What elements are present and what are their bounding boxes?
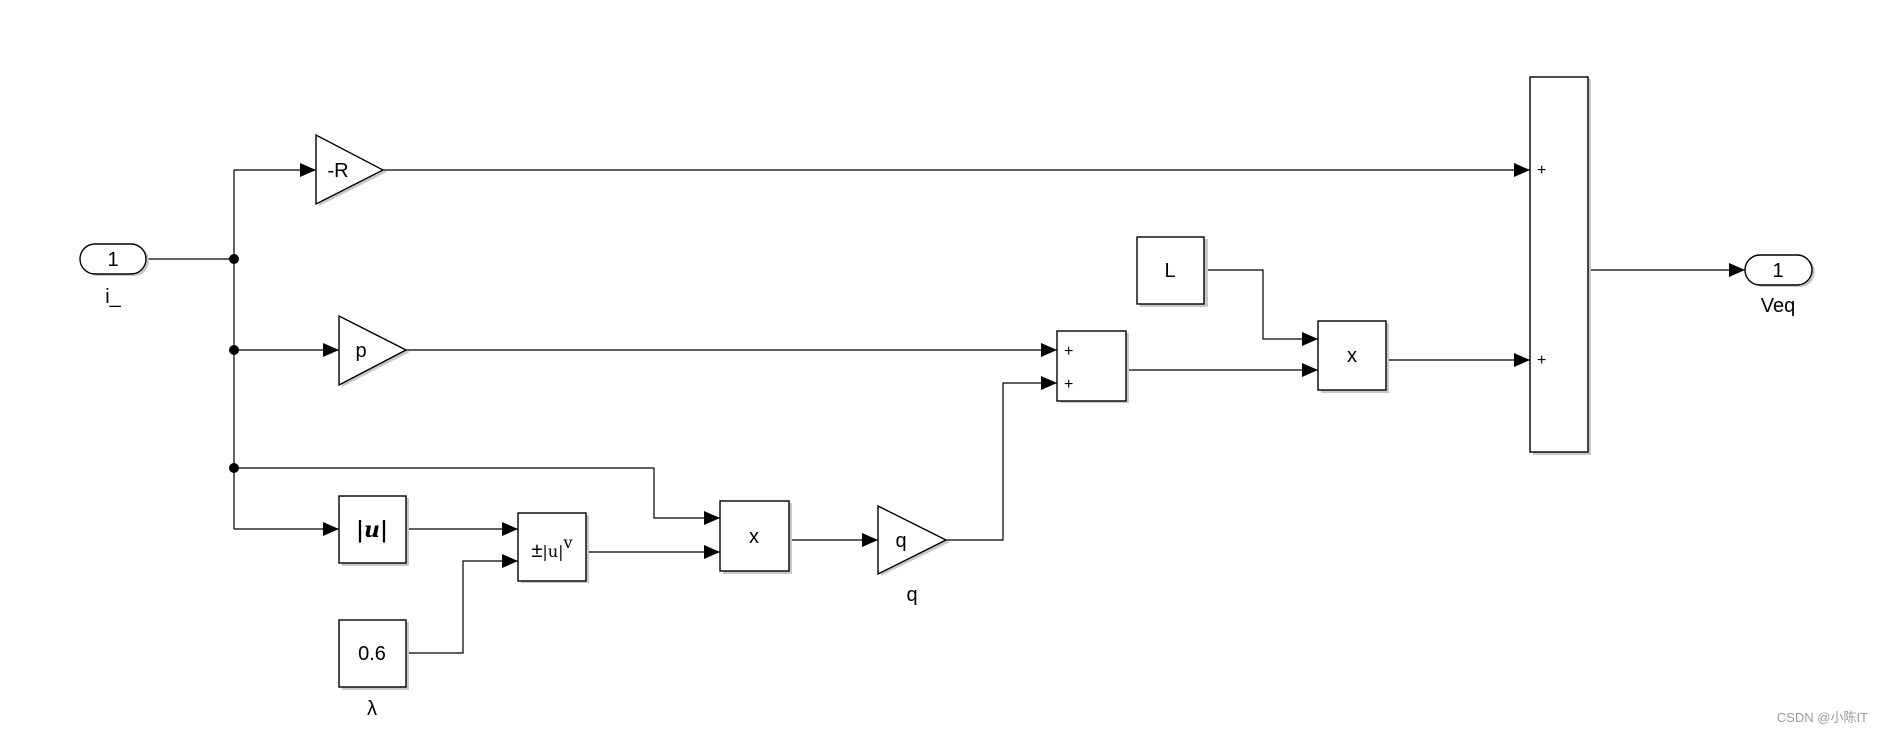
gain-p-text: p bbox=[355, 340, 366, 362]
outport-number: 1 bbox=[1772, 260, 1783, 282]
power-expression: ±|u|v bbox=[531, 533, 572, 562]
inport-label: i_ bbox=[105, 286, 121, 308]
gain-q-label: q bbox=[906, 584, 917, 606]
gain-r-block[interactable]: -R bbox=[315, 133, 387, 206]
sum-small-block[interactable]: + + bbox=[1056, 330, 1129, 403]
outport-label: Veq bbox=[1761, 295, 1795, 317]
gain-q-block[interactable]: q q bbox=[877, 504, 950, 606]
sum-small-sign-2: + bbox=[1064, 376, 1073, 393]
constant-l-value: L bbox=[1164, 260, 1175, 282]
power-prefix: ± bbox=[531, 540, 542, 562]
inport-block[interactable]: 1 i_ bbox=[79, 243, 149, 308]
gain-r-text: -R bbox=[327, 160, 348, 182]
branch-point-top bbox=[229, 254, 239, 264]
constant-lambda-block[interactable]: 0.6 λ bbox=[338, 619, 409, 720]
product-2-block[interactable]: x bbox=[1317, 320, 1389, 393]
inport-number: 1 bbox=[107, 249, 118, 271]
wire-to-product1-in1 bbox=[234, 467, 720, 525]
branch-point-bottom bbox=[229, 463, 239, 473]
product-1-text: x bbox=[749, 526, 759, 548]
power-exponent: v bbox=[563, 533, 573, 552]
product-2-text: x bbox=[1347, 345, 1357, 367]
branch-point-middle bbox=[229, 345, 239, 355]
wire-gain-q-to-sum-small bbox=[946, 376, 1057, 541]
abs-block[interactable]: |u| bbox=[338, 495, 409, 566]
outport-block[interactable]: 1 Veq bbox=[1744, 254, 1815, 317]
signal-lines bbox=[147, 163, 1745, 654]
sum-big-sign-2: + bbox=[1537, 352, 1546, 369]
gain-p-block[interactable]: p bbox=[338, 314, 410, 387]
wire-const-l-to-product2 bbox=[1204, 269, 1318, 346]
sum-big-sign-1: + bbox=[1537, 162, 1546, 179]
constant-l-block[interactable]: L bbox=[1136, 236, 1208, 307]
watermark: CSDN @小陈IT bbox=[1777, 710, 1868, 725]
constant-lambda-label: λ bbox=[367, 698, 377, 720]
sum-small-sign-1: + bbox=[1064, 343, 1073, 360]
gain-q-text: q bbox=[895, 530, 906, 552]
power-block[interactable]: ±|u|v bbox=[517, 512, 589, 583]
wire-lambda-to-pow bbox=[406, 554, 518, 654]
constant-lambda-value: 0.6 bbox=[358, 643, 386, 665]
power-base: |u| bbox=[542, 542, 563, 561]
product-1-block[interactable]: x bbox=[719, 500, 792, 574]
sum-big-block[interactable]: + + bbox=[1529, 76, 1591, 455]
abs-text: |u| bbox=[356, 517, 388, 543]
